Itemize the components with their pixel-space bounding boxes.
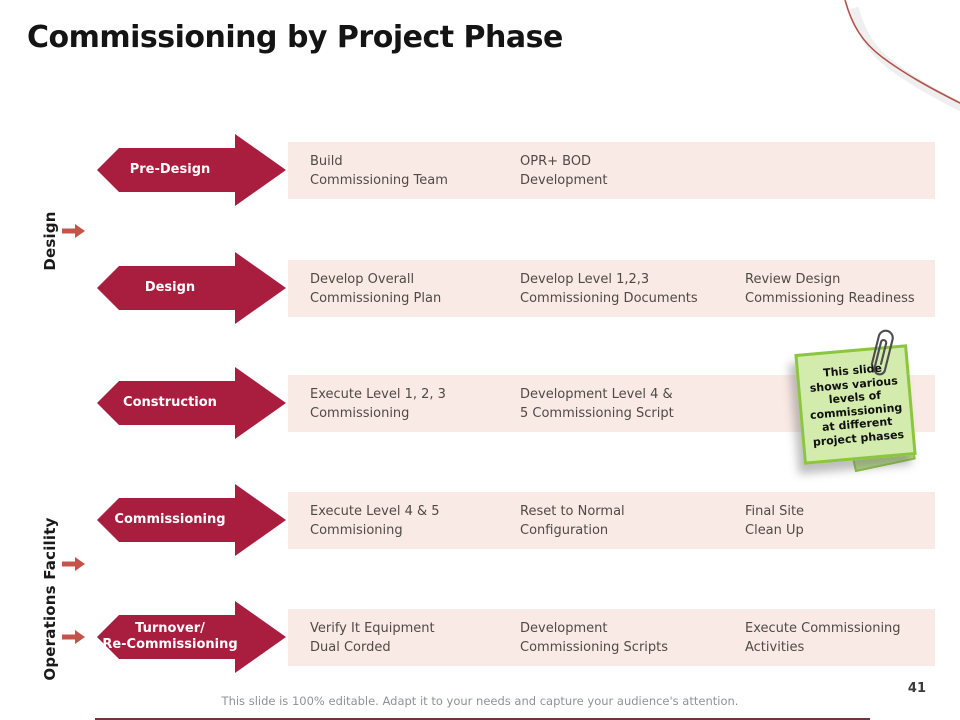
block-arrow-icon xyxy=(97,601,286,673)
page-title: Commissioning by Project Phase xyxy=(27,20,563,55)
task-cell: Development Level 4 &5 Commissioning Scr… xyxy=(520,386,674,421)
right-arrow-icon xyxy=(62,557,85,571)
paperclip-icon xyxy=(870,329,894,376)
side-label-operations-facility: Operations Facility xyxy=(41,517,59,681)
block-arrow-icon xyxy=(97,484,286,556)
phase-arrow-pre-design: Pre-Design xyxy=(97,133,287,207)
phase-label: Construction xyxy=(123,395,217,410)
block-arrow-icon xyxy=(97,252,286,324)
sticky-note-text: This slide shows various levels of commi… xyxy=(809,361,905,449)
block-arrow-icon xyxy=(97,367,286,439)
phase-arrow-design: Design xyxy=(97,251,287,325)
sticky-note: This slide shows various levels of commi… xyxy=(794,344,917,465)
page-number: 41 xyxy=(907,681,926,696)
phase-label: Design xyxy=(144,280,196,295)
phase-label: Pre-Design xyxy=(129,162,211,177)
phase-arrow-construction: Construction xyxy=(97,366,287,440)
decorative-curve xyxy=(844,0,960,112)
block-arrow-icon xyxy=(97,134,286,206)
right-arrow-icon xyxy=(62,224,85,238)
bottom-divider xyxy=(95,718,870,720)
phase-arrow-turnover-re-commissioning: Turnover/ Re-Commissioning xyxy=(97,600,287,674)
side-label-design: Design xyxy=(41,211,59,271)
phase-label: Turnover/ Re-Commissioning xyxy=(102,621,238,652)
footer-note: This slide is 100% editable. Adapt it to… xyxy=(221,694,739,708)
right-arrow-icon xyxy=(62,630,85,644)
phase-arrow-commissioning: Commissioning xyxy=(97,483,287,557)
phase-label: Commissioning xyxy=(114,512,226,527)
